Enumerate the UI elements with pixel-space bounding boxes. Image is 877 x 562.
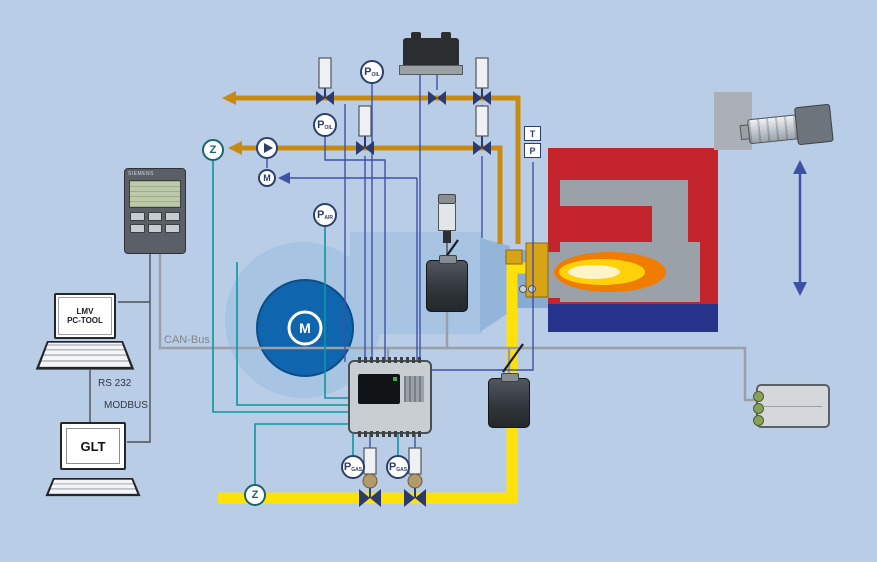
gas-valve-actuator-head-1 <box>362 473 378 489</box>
oil-return-arrow <box>222 91 236 105</box>
gas-damper-blade <box>502 343 524 373</box>
gas-valve-servo-actuator <box>488 373 530 428</box>
pc-tool-label-line2: PC-TOOL <box>67 316 103 325</box>
pressure-block-base <box>399 65 463 75</box>
probe-tip <box>443 231 451 243</box>
detector-travel-arrow-down <box>793 282 807 296</box>
oil-valve-5 <box>473 141 491 155</box>
glt-keyboard <box>45 478 141 497</box>
fan-motor-label: M <box>299 320 311 336</box>
valves <box>316 57 491 507</box>
azl-keypad <box>128 212 182 233</box>
flame <box>554 252 666 292</box>
fan-assembly <box>225 232 549 398</box>
detector-body <box>746 114 802 145</box>
lmv-terminal-panel <box>404 376 424 402</box>
pc-tool-label-line1: LMV <box>76 306 94 316</box>
motor-signal-arrow <box>278 172 290 184</box>
azl-key[interactable] <box>165 212 180 221</box>
oil-valve-2 <box>428 91 446 105</box>
can-bus-label: CAN-Bus <box>164 334 210 346</box>
lmv-terminals-bottom <box>358 431 422 437</box>
boiler <box>548 92 752 332</box>
probe-cap <box>438 194 456 204</box>
pressure-sensor-box: P <box>524 143 541 158</box>
connector-port <box>753 415 764 426</box>
sensor-lines-teal <box>212 161 399 487</box>
glt-monitor: GLT <box>60 422 126 470</box>
probe-body <box>438 204 456 231</box>
connector-port <box>753 403 764 414</box>
rs232-label: RS 232 <box>98 378 132 389</box>
azl-key[interactable] <box>147 212 163 221</box>
flame-sensor-probe <box>438 194 456 243</box>
modbus-label: MODBUS <box>104 400 148 411</box>
lmv-burner-control <box>348 357 432 437</box>
oil-pressure-switch-block <box>399 32 463 75</box>
azl-key[interactable] <box>130 212 145 221</box>
oil-pump <box>256 137 278 159</box>
gas-meter-counter: Z <box>244 484 266 506</box>
glt-label: GLT <box>80 438 106 454</box>
oil-valve-3 <box>473 91 491 105</box>
air-damper-actuator <box>426 255 468 312</box>
junction-box <box>753 384 830 428</box>
azl-lcd-screen <box>129 180 181 208</box>
detector-travel-arrow-up <box>793 160 807 174</box>
pump-direction-triangle <box>264 143 273 153</box>
detector-housing <box>793 103 834 146</box>
azl-display-unit: SIEMENS <box>124 168 186 254</box>
pressure-label: P <box>529 145 536 156</box>
pump-motor: M <box>258 169 276 187</box>
signal-lines-blue <box>266 74 802 448</box>
temperature-sensor-box: T <box>524 126 541 141</box>
flue-duct <box>714 92 752 150</box>
connector-port <box>753 391 764 402</box>
temp-pressure-sensors: T P <box>524 126 541 158</box>
flame-detector <box>739 100 836 155</box>
oil-valve-4 <box>356 141 374 155</box>
siemens-logo-text: SIEMENS <box>128 171 155 177</box>
azl-key[interactable] <box>165 224 180 233</box>
fan-motor-disc <box>256 279 354 377</box>
oil-valve-1 <box>316 91 334 105</box>
gas-valve-1 <box>359 489 381 507</box>
glt-station: GLT <box>45 422 141 497</box>
temperature-label: T <box>529 128 536 139</box>
laptop-keyboard <box>35 341 135 370</box>
oil-meter-counter: Z <box>202 139 224 161</box>
azl-key[interactable] <box>147 224 163 233</box>
gas-valve-actuator-head-2 <box>407 473 423 489</box>
gas-valve-2 <box>404 489 426 507</box>
lmv-display <box>358 374 400 404</box>
lmv-terminals-top <box>358 357 422 363</box>
burner-head <box>505 242 549 298</box>
laptop-screen: LMV PC-TOOL <box>54 293 116 339</box>
azl-key[interactable] <box>130 224 145 233</box>
pc-tool-laptop: LMV PC-TOOL <box>35 293 135 370</box>
oil-pipes <box>234 95 521 244</box>
oil-supply-arrow <box>228 141 242 155</box>
